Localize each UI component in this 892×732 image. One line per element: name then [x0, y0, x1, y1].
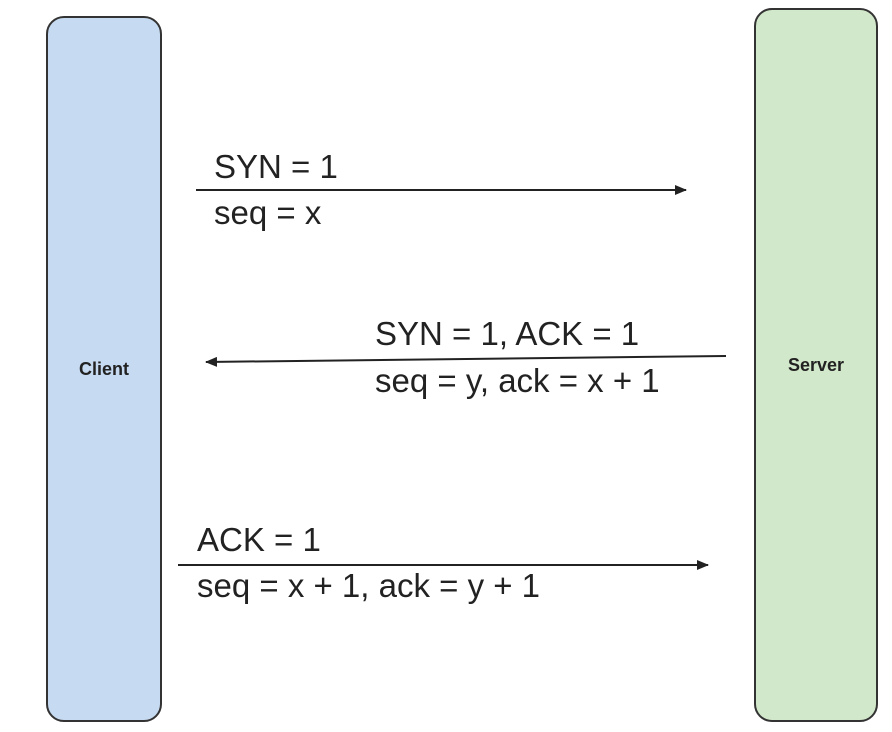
server-lifeline: Server: [754, 8, 878, 722]
syn-flags-label: SYN = 1: [214, 148, 338, 185]
client-label: Client: [78, 358, 129, 379]
ack-seq-label: seq = x + 1, ack = y + 1: [197, 567, 541, 604]
client-lifeline: Client: [46, 16, 162, 722]
syn-ack-arrow: [205, 355, 727, 367]
syn-seq-label: seq = x: [214, 194, 322, 231]
syn-ack-flags-label: SYN = 1, ACK = 1: [375, 315, 640, 352]
server-label: Server: [787, 354, 845, 375]
ack-flags-label: ACK = 1: [197, 521, 321, 558]
syn-ack-seq-label: seq = y, ack = x + 1: [375, 362, 660, 399]
